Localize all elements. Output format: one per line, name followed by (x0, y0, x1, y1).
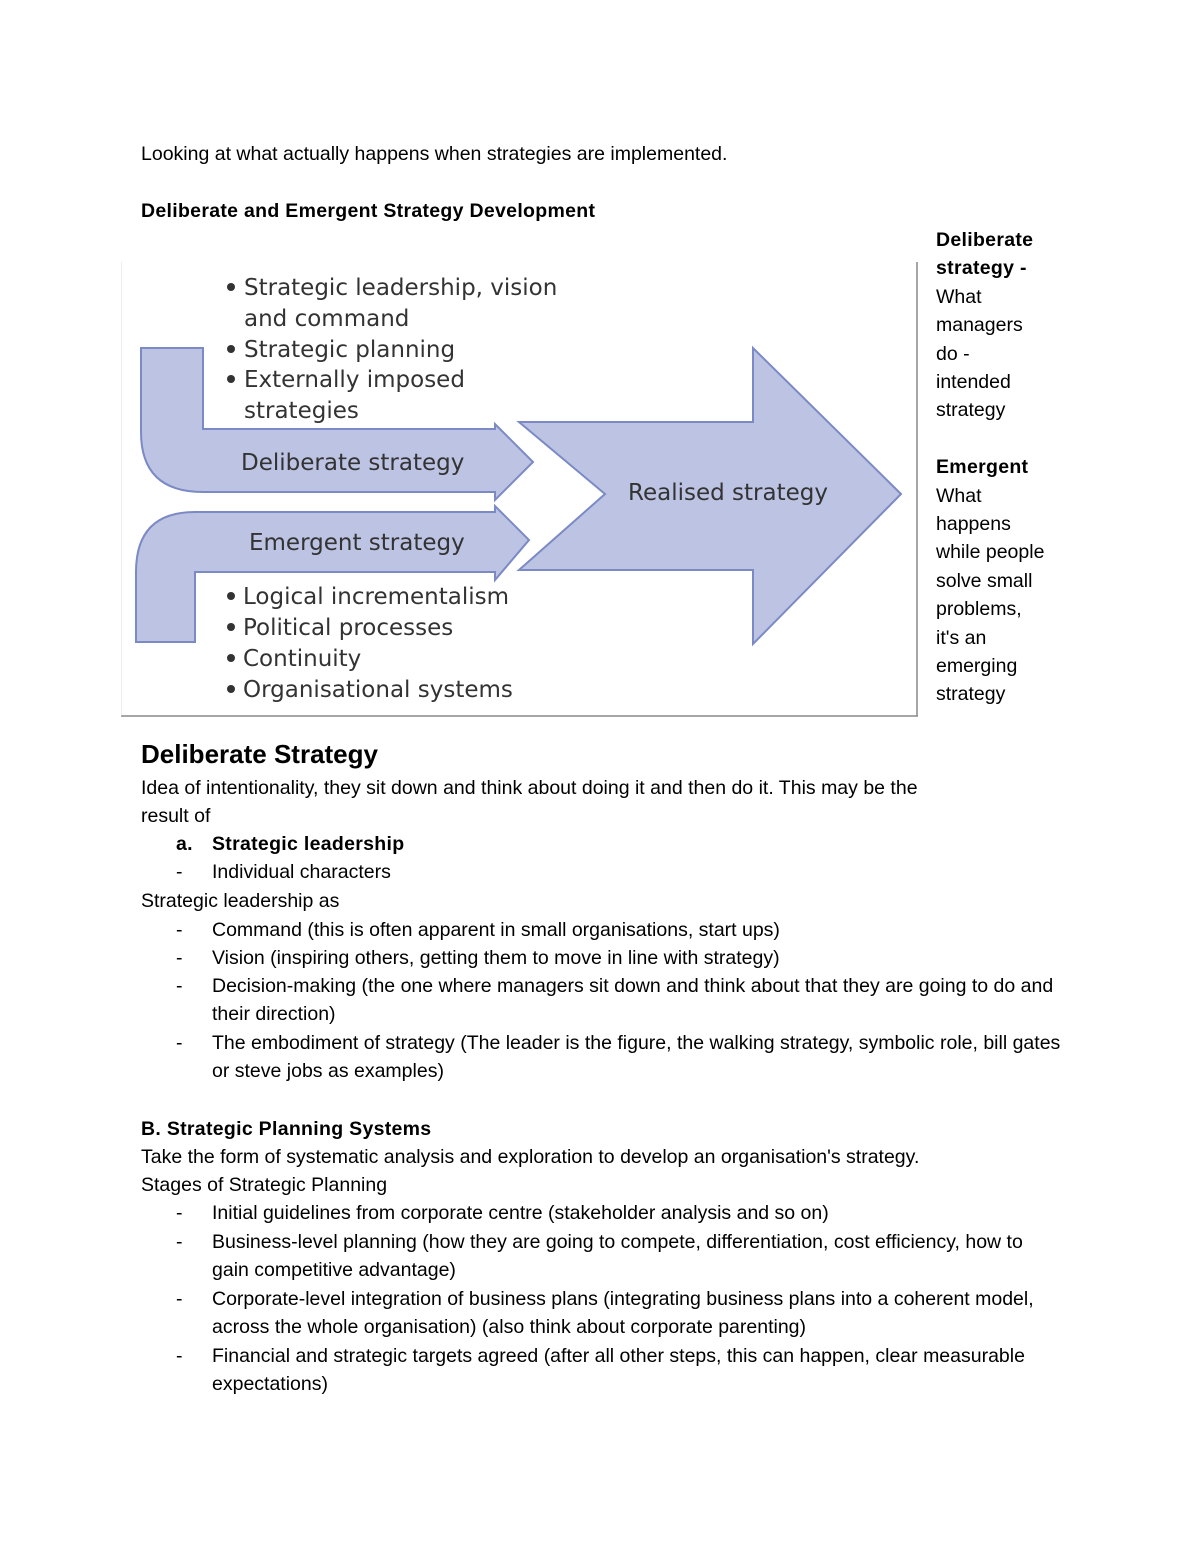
bottom-bullet-2: Political processes (243, 615, 453, 641)
list-item-text: Financial and strategic targets agreed (… (212, 1345, 1025, 1396)
realised-arrow-shape (516, 345, 903, 647)
dash-marker: - (176, 947, 183, 969)
list-item-text: Initial guidelines from corporate centre… (212, 1202, 829, 1224)
deliberate-strategy-label: Deliberate strategy (241, 450, 464, 476)
top-bullet-1: Strategic leadership, vision (244, 275, 557, 301)
list-item-text: Vision (inspiring others, getting them t… (212, 947, 780, 969)
deliberate-intro-cont: result of (141, 805, 211, 827)
emergent-def-line: emerging (936, 655, 1018, 678)
top-bullet-2: Strategic planning (244, 337, 455, 363)
dash-marker: - (176, 919, 183, 941)
bottom-bullet-3: Continuity (243, 646, 361, 672)
bottom-bullet-1: Logical incrementalism (243, 584, 509, 610)
dash-marker: - (176, 1231, 183, 1253)
bullet-dot (227, 345, 235, 353)
planning-heading: B. Strategic Planning Systems (141, 1118, 432, 1140)
sidebar-spacer (936, 425, 1076, 453)
emergent-def-line: What (936, 484, 982, 507)
dash-marker: - (176, 1345, 183, 1367)
strategic-leadership-title: Strategic leadership (212, 833, 405, 855)
bullet-dot (227, 685, 235, 693)
deliberate-def-line: What (936, 285, 982, 308)
bottom-bullet-4: Organisational systems (243, 677, 513, 703)
deliberate-strategy-heading: Deliberate Strategy (141, 739, 378, 769)
emergent-def-line: problems, (936, 598, 1022, 621)
deliberate-def-title: Deliberate (936, 229, 1034, 251)
dash-marker: - (176, 1032, 183, 1054)
bullet-dot (227, 654, 235, 662)
top-bullet-3-cont: strategies (244, 398, 359, 424)
list-item-text: The embodiment of strategy (The leader i… (212, 1032, 1061, 1083)
deliberate-def-line: do - (936, 342, 970, 365)
dash-marker: - (176, 1288, 183, 1310)
deliberate-def-line: managers (936, 314, 1023, 337)
list-item-text: Individual characters (212, 861, 391, 883)
strategy-diagram: Strategic leadership, vision and command… (121, 262, 918, 717)
emergent-def-line: while people (936, 541, 1045, 564)
list-item-text: Business-level planning (how they are go… (212, 1231, 1023, 1282)
top-bullet-3: Externally imposed (244, 367, 465, 393)
deliberate-def-line: intended (936, 371, 1011, 394)
dash-marker: - (176, 1202, 183, 1224)
emergent-def-line: strategy (936, 683, 1006, 706)
intro-text: Looking at what actually happens when st… (141, 143, 728, 165)
bullet-dot (227, 623, 235, 631)
planning-intro: Take the form of systematic analysis and… (141, 1146, 920, 1168)
leadership-as-label: Strategic leadership as (141, 890, 340, 912)
emergent-def-line: solve small (936, 569, 1033, 592)
dash-marker: - (176, 861, 183, 883)
emergent-def-line: it's an (936, 626, 987, 649)
emergent-def-line: happens (936, 513, 1011, 536)
list-marker: a. (176, 833, 193, 855)
emergent-arrow-shape (135, 503, 531, 643)
list-item-text: Corporate-level integration of business … (212, 1288, 1034, 1339)
emergent-strategy-label: Emergent strategy (249, 530, 465, 556)
deliberate-intro: Idea of intentionality, they sit down an… (141, 777, 918, 799)
bullet-dot (227, 375, 235, 383)
emergent-def-title: Emergent (936, 456, 1029, 479)
deliberate-def-title-cont: strategy - (936, 257, 1027, 280)
strategy-diagram-svg: Strategic leadership, vision and command… (121, 262, 918, 717)
sidebar-definitions: Deliberate strategy - What managers do -… (936, 226, 1076, 709)
realised-strategy-label: Realised strategy (628, 480, 828, 506)
list-item-text: Decision-making (the one where managers … (212, 975, 1054, 1026)
deliberate-def-line: strategy (936, 399, 1006, 422)
dash-marker: - (176, 975, 183, 997)
bullet-dot (227, 283, 235, 291)
deliberate-arrow-shape (140, 347, 535, 503)
list-item-text: Command (this is often apparent in small… (212, 919, 780, 941)
top-bullet-1-cont: and command (244, 306, 409, 332)
bullet-dot (227, 592, 235, 600)
section-heading: Deliberate and Emergent Strategy Develop… (141, 200, 596, 222)
stages-label: Stages of Strategic Planning (141, 1174, 388, 1196)
